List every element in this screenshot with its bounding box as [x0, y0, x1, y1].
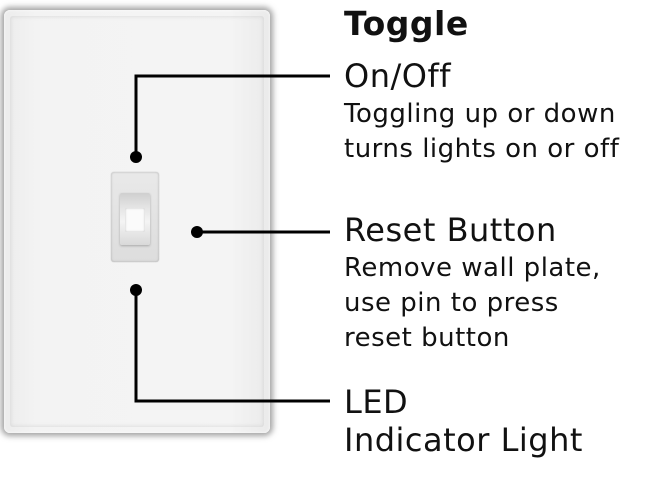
led-indicator-label: LED Indicator Light — [344, 383, 583, 459]
led-indicator-label-line: Indicator Light — [344, 421, 583, 459]
led-leader-dot — [130, 284, 142, 296]
on-off-description: Toggling up or down turns lights on or o… — [344, 97, 619, 167]
reset-button-leader-dot — [191, 226, 203, 238]
led-indicator-label-line: LED — [344, 383, 409, 421]
on-off-leader-dot — [130, 151, 142, 163]
reset-button-description: Remove wall plate, use pin to press rese… — [344, 251, 601, 356]
on-off-description-line: turns lights on or off — [344, 134, 620, 164]
led-leader-line — [134, 290, 330, 403]
reset-button-label: Reset Button — [344, 211, 557, 249]
reset-button-description-line: use pin to press — [344, 288, 559, 318]
on-off-description-line: Toggling up or down — [344, 99, 616, 129]
on-off-label: On/Off — [344, 57, 451, 95]
toggle-lever-face — [125, 208, 145, 232]
diagram-heading: Toggle — [344, 4, 469, 43]
reset-button-description-line: Remove wall plate, — [344, 253, 601, 283]
reset-button-description-line: reset button — [344, 323, 510, 353]
on-off-leader-line — [134, 74, 330, 157]
